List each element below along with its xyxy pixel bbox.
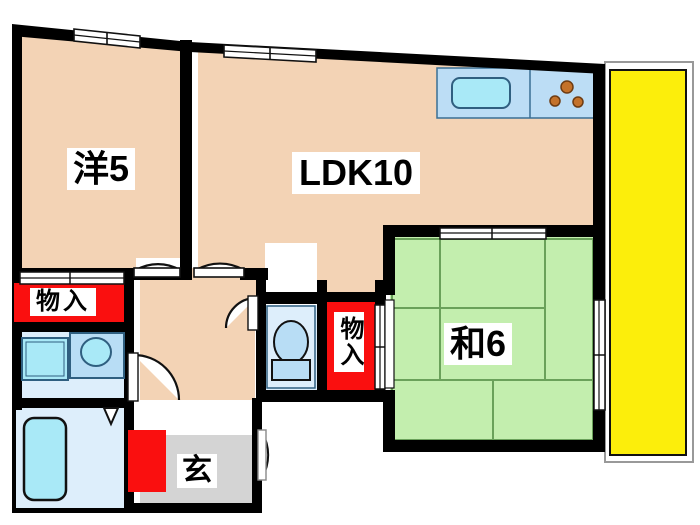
sliding-door-closet-middle (374, 304, 386, 390)
wall-between-rooms (180, 40, 192, 275)
bathtub (22, 416, 68, 502)
room-label-genkan: 玄 (177, 454, 217, 488)
balcony (604, 61, 694, 463)
room-label-japanese-room: 和6 (444, 323, 513, 365)
swing-doors (102, 258, 270, 481)
closet-label-middle: 物入 (334, 312, 364, 372)
toilet-tank (271, 359, 311, 381)
room-label-ldk: LDK10 (292, 152, 421, 194)
wall-japanese-west-lower (383, 390, 395, 448)
wall-washroom-south (12, 398, 134, 408)
wall-hallway-north-b (240, 268, 268, 280)
stove-burner-1 (560, 80, 574, 94)
toilet-bowl (273, 320, 309, 364)
wall-toilet-east (317, 280, 327, 400)
wall-east-kitchen (593, 64, 605, 246)
door-bath (133, 353, 181, 401)
closet-label-left: 物入 (30, 288, 96, 316)
wall-genkan-east (252, 398, 262, 513)
step-marker (102, 407, 120, 427)
sliding-door-balcony-washitsu (593, 299, 606, 411)
stove-burner-3 (572, 96, 584, 108)
openings-windows (19, 28, 606, 411)
closet-entry-fill (128, 430, 166, 492)
window-ldk-north (223, 44, 317, 63)
changing-area (76, 410, 124, 508)
wall-south-japanese-room (383, 440, 605, 452)
wall-midstrip-south (256, 390, 386, 402)
kitchen-sink (451, 77, 511, 109)
wall-ldk-japanese-west (383, 225, 395, 295)
toilet-fixture (266, 305, 316, 389)
sliding-partition-japanese-west (384, 299, 395, 389)
fusuma-ldk-washitsu (439, 227, 547, 240)
wall-toilet-west (256, 280, 266, 400)
wall-midstrip-north (256, 292, 386, 304)
stove-burner-2 (549, 95, 561, 107)
kitchen-counter (436, 67, 600, 119)
vanity-basin (80, 337, 112, 367)
room-label-western-room: 洋5 (67, 148, 136, 190)
wall-south-left (12, 503, 262, 513)
sliding-door-closet-left (19, 271, 125, 285)
window-yoshitsu-north (73, 28, 141, 49)
washroom-fixtures (16, 332, 125, 508)
wall-closet-left-south (12, 322, 134, 330)
